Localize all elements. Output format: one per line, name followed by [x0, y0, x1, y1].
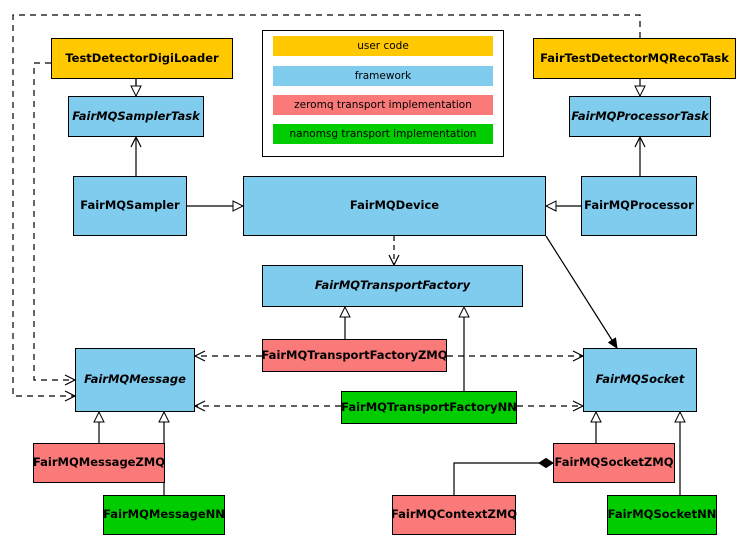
class-node-fairmqmessage[interactable]: FairMQMessage — [75, 348, 195, 412]
class-node-fairtestdetectormqrecotask[interactable]: FairTestDetectorMQRecoTask — [533, 38, 736, 79]
class-node-fairmqmessagenn[interactable]: FairMQMessageNN — [103, 495, 225, 535]
class-node-fairmqmessagezmq[interactable]: FairMQMessageZMQ — [33, 443, 165, 483]
legend-label-zeromq: zeromq transport implementation — [294, 99, 472, 111]
class-node-fairmqtransportfactorynn[interactable]: FairMQTransportFactoryNN — [341, 391, 517, 424]
class-node-fairmqsamplertask[interactable]: FairMQSamplerTask — [68, 96, 204, 137]
legend-label-user-code: user code — [357, 40, 409, 52]
class-node-fairmqsocketnn[interactable]: FairMQSocketNN — [607, 495, 717, 535]
class-node-fairmqprocessortask[interactable]: FairMQProcessorTask — [569, 96, 711, 137]
edge-device-uses-socket — [545, 235, 617, 348]
legend-item-zeromq: zeromq transport implementation — [273, 95, 493, 115]
class-node-fairmqsocket[interactable]: FairMQSocket — [583, 348, 697, 412]
class-node-fairmqsampler[interactable]: FairMQSampler — [73, 176, 187, 236]
edge-socketzmq-composes-contextzmq — [453, 457, 554, 495]
class-node-fairmqtransportfactory[interactable]: FairMQTransportFactory — [262, 265, 523, 307]
class-node-fairmqdevice[interactable]: FairMQDevice — [243, 176, 546, 236]
class-node-fairmqtransportfactoryzmq[interactable]: FairMQTransportFactoryZMQ — [262, 339, 448, 372]
class-node-fairmqcontextzmq[interactable]: FairMQContextZMQ — [391, 495, 517, 535]
legend-label-framework: framework — [354, 70, 412, 82]
legend-item-framework: framework — [273, 66, 493, 86]
legend-item-nanomsg: nanomsg transport implementation — [273, 124, 493, 144]
class-node-fairmqprocessor[interactable]: FairMQProcessor — [581, 176, 697, 236]
class-node-testdetectordigiloader[interactable]: TestDetectorDigiLoader — [51, 38, 233, 79]
legend-label-nanomsg: nanomsg transport implementation — [289, 128, 477, 140]
legend-item-user-code: user code — [273, 36, 493, 56]
class-node-fairmqsocketzmq[interactable]: FairMQSocketZMQ — [553, 443, 675, 483]
